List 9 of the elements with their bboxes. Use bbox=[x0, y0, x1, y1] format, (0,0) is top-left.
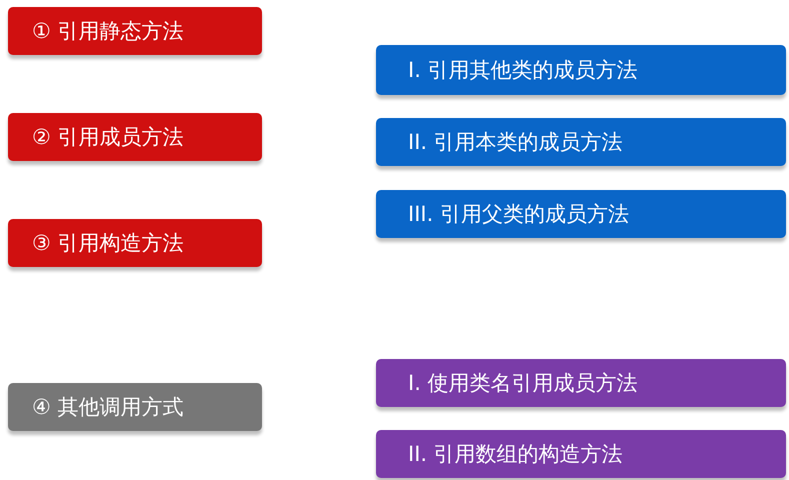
sub-method-box: I. 引用其他类的成员方法 bbox=[376, 45, 786, 95]
method-box: ① 引用静态方法 bbox=[8, 7, 262, 55]
sub-method-box: I. 使用类名引用成员方法 bbox=[376, 359, 786, 407]
sub-method-box: II. 引用数组的构造方法 bbox=[376, 430, 786, 478]
method-box: ④ 其他调用方式 bbox=[8, 383, 262, 431]
method-box: ③ 引用构造方法 bbox=[8, 219, 262, 267]
sub-method-box: III. 引用父类的成员方法 bbox=[376, 190, 786, 238]
method-box: ② 引用成员方法 bbox=[8, 113, 262, 161]
sub-method-box: II. 引用本类的成员方法 bbox=[376, 118, 786, 166]
